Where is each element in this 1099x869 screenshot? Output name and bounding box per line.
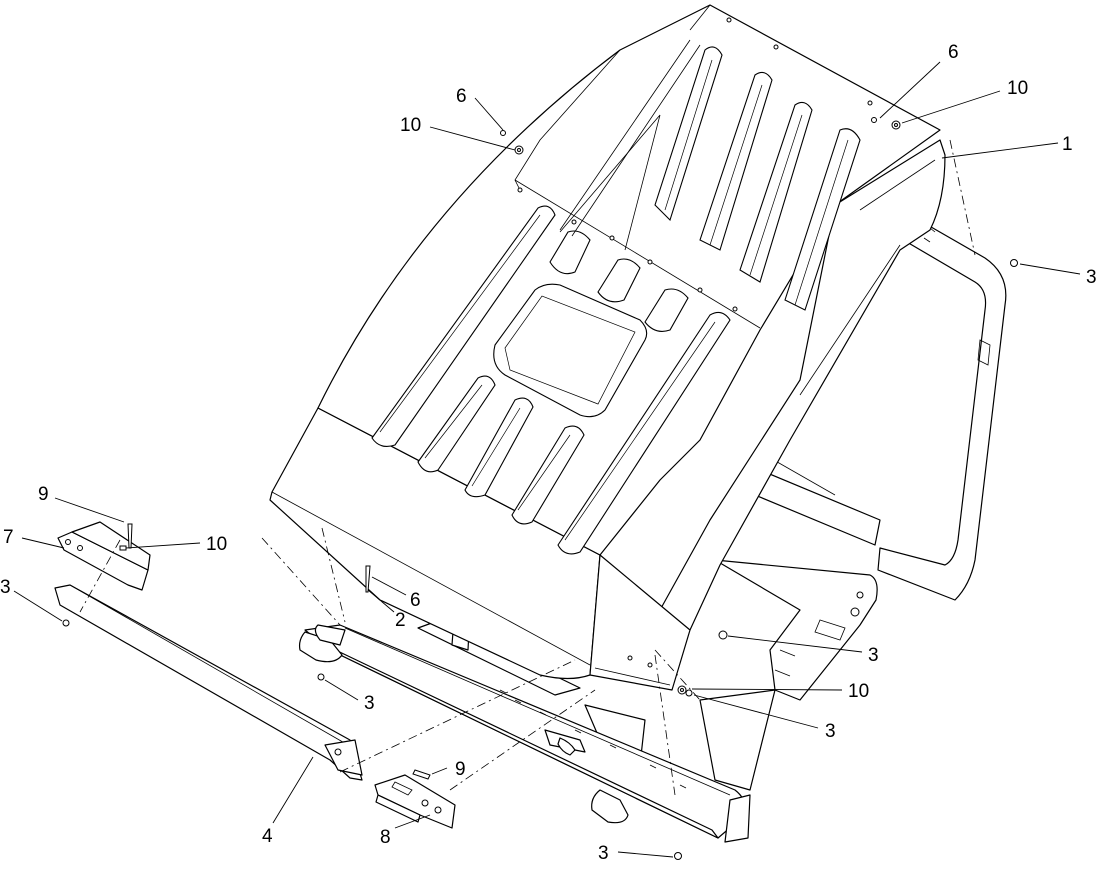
callout-10: 10	[1007, 78, 1028, 99]
callout-3: 3	[868, 645, 879, 666]
callout-3: 3	[1086, 267, 1097, 288]
callout-10: 10	[206, 534, 227, 555]
callout-2: 2	[395, 610, 406, 631]
callout-9: 9	[455, 759, 466, 780]
callout-4: 4	[262, 826, 273, 847]
hood-1	[269, 4, 946, 691]
callout-3: 3	[825, 721, 836, 742]
callout-7: 7	[3, 527, 14, 548]
callout-10: 10	[848, 681, 869, 702]
bracket-8	[374, 774, 456, 829]
callout-3: 3	[364, 693, 375, 714]
callout-6: 6	[948, 42, 959, 63]
callout-8: 8	[380, 827, 391, 848]
side-panel-4	[54, 584, 363, 781]
callout-9: 9	[38, 484, 49, 505]
callout-6: 1	[0, 0, 11, 5]
callout-1: 1	[1062, 134, 1073, 155]
callout-3: 3	[598, 843, 609, 864]
callout-10: 10	[400, 115, 421, 136]
callouts: 1	[0, 0, 11, 5]
leader-lines	[13, 61, 1081, 858]
bracket-7	[57, 521, 151, 591]
callout-6: 6	[456, 86, 467, 107]
callout-6: 6	[410, 590, 421, 611]
phantom-lines	[79, 139, 976, 796]
callout-3: 3	[0, 577, 11, 598]
hardware	[62, 117, 1018, 860]
